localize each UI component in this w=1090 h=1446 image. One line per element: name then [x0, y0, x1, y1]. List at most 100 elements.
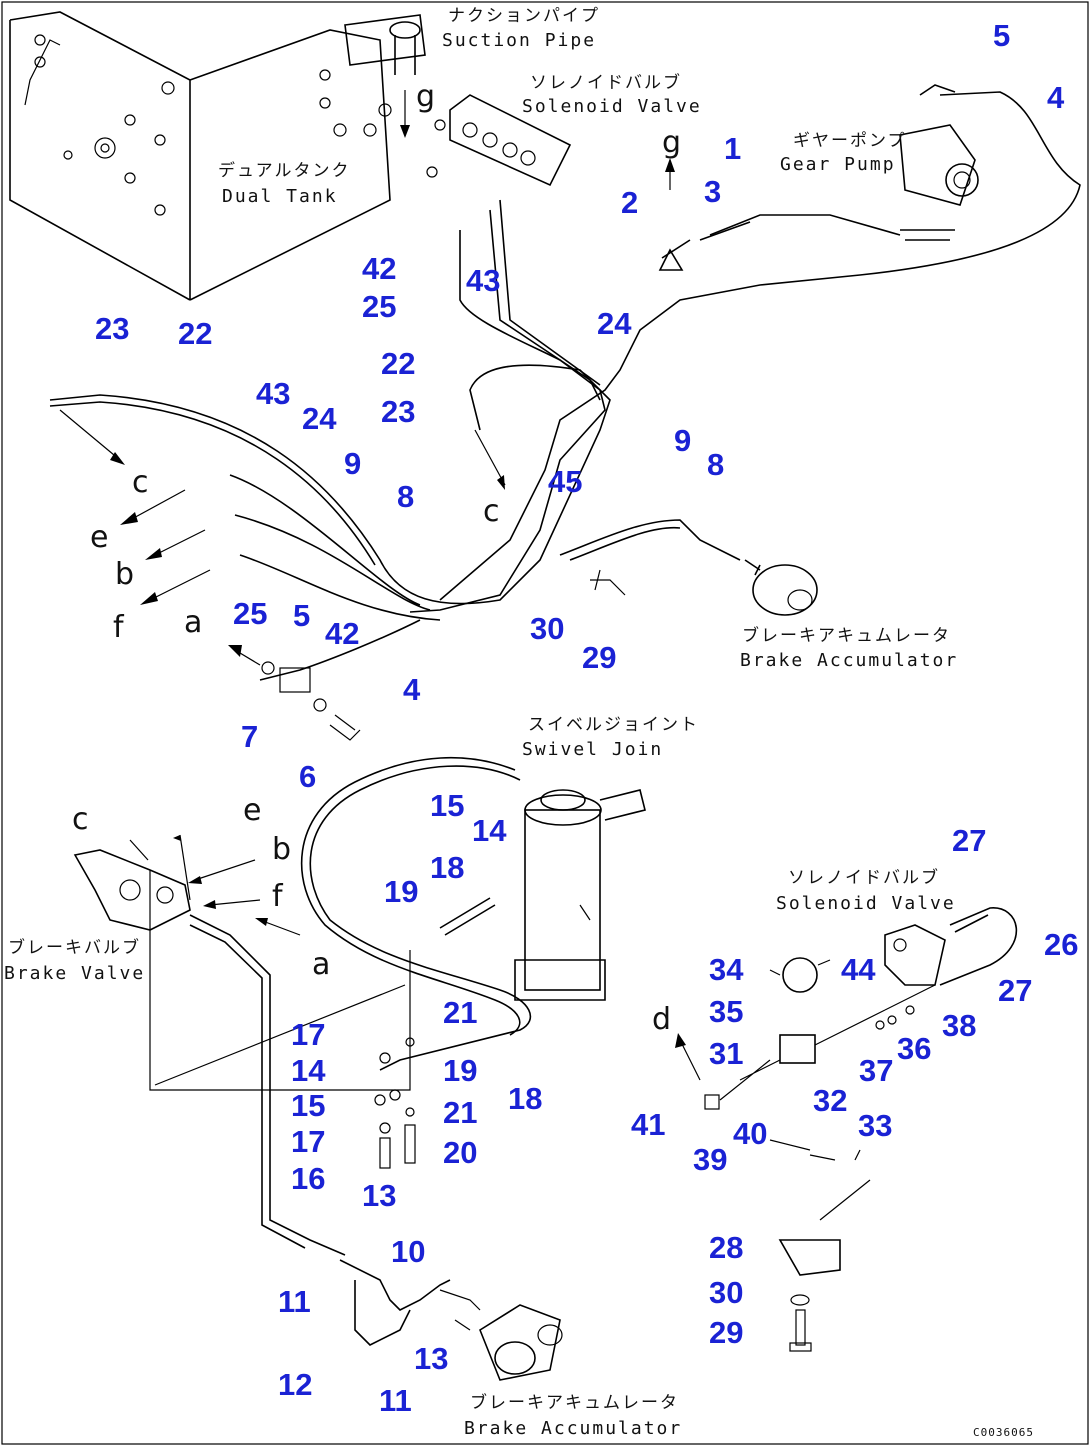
part-number-18-top: 18 [430, 850, 465, 885]
connection-letter-b-brake-valve: b [272, 832, 292, 867]
connection-letter-g-top: g [416, 79, 436, 114]
part-number-24-mid: 24 [302, 401, 337, 436]
dual-tank-drawing [9, 11, 391, 301]
solenoid-valve-top-jp-label: ソレノイドバルブ [530, 73, 682, 93]
part-number-18-bottom: 18 [508, 1081, 543, 1116]
part-number-21-top: 21 [443, 995, 478, 1030]
fittings-17-21 [374, 1037, 416, 1169]
connection-arrows [59, 158, 811, 1151]
part-number-41: 41 [631, 1107, 666, 1142]
part-number-15-bottom: 15 [291, 1088, 326, 1123]
connection-letter-e-left: e [90, 520, 109, 555]
part-number-1: 1 [724, 131, 742, 166]
part-number-45: 45 [548, 464, 583, 499]
part-number-8-right: 8 [707, 447, 725, 482]
gear-pump-en-label: Gear Pump [780, 154, 896, 175]
part-number-19-bottom: 19 [443, 1053, 478, 1088]
part-number-25-left: 25 [233, 596, 268, 631]
part-number-29-top: 29 [582, 640, 617, 675]
brake-valve-en-label: Brake Valve [4, 963, 146, 984]
connection-letter-c-mid: c [483, 494, 500, 529]
part-number-42-left: 42 [325, 616, 360, 651]
connection-letter-a-left: a [184, 605, 203, 640]
swivel-joint-jp-label: スイベルジョイント [528, 715, 699, 735]
part-number-8-left: 8 [397, 479, 415, 514]
part-number-11-bottom: 11 [379, 1383, 412, 1418]
part-number-3: 3 [704, 174, 722, 209]
part-number-31: 31 [709, 1036, 744, 1071]
brake-accumulator-bottom-jp-label: ブレーキアキュムレータ [470, 1393, 679, 1413]
gear-pump-jp-label: ギヤーポンプ [793, 131, 907, 151]
part-number-12: 12 [278, 1367, 313, 1402]
connection-letter-f-brake-valve: f [272, 879, 283, 914]
part-number-39: 39 [693, 1142, 728, 1177]
connection-letter-c-brake-valve: c [72, 802, 89, 837]
solenoid-valve-right-en-label: Solenoid Valve [776, 893, 956, 914]
part-number-27-bottom: 27 [998, 973, 1033, 1008]
part-number-9-right: 9 [674, 423, 692, 458]
part-number-26: 26 [1044, 927, 1079, 962]
part-number-24-top: 24 [597, 306, 632, 341]
part-number-23-mid: 23 [381, 394, 416, 429]
part-number-22-mid: 22 [381, 346, 416, 381]
connection-letter-c-left: c [132, 465, 149, 500]
part-number-40: 40 [733, 1116, 768, 1151]
brake-accumulator-right-jp-label: ブレーキアキュムレータ [742, 626, 951, 646]
connection-letter-a-brake-valve: a [312, 947, 331, 982]
part-number-21-bottom: 21 [443, 1095, 478, 1130]
part-number-33: 33 [858, 1108, 893, 1143]
part-number-17-top: 17 [291, 1017, 326, 1052]
part-number-28: 28 [709, 1230, 744, 1265]
part-number-15-top: 15 [430, 788, 465, 823]
part-number-29-bottom: 29 [709, 1315, 744, 1350]
pipe-22-23-left [49, 364, 611, 605]
part-number-14-top: 14 [472, 813, 507, 848]
part-number-36: 36 [897, 1031, 932, 1066]
part-number-30-bottom: 30 [709, 1275, 744, 1310]
part-number-5-top: 5 [993, 18, 1011, 53]
part-number-32: 32 [813, 1083, 848, 1118]
dual-tank-en-label: Dual Tank [222, 186, 338, 207]
part-number-2: 2 [621, 185, 639, 220]
part-number-20: 20 [443, 1135, 478, 1170]
part-number-10: 10 [391, 1234, 426, 1269]
suction-pipe-drawing [344, 14, 426, 138]
part-number-35: 35 [709, 994, 744, 1029]
part-number-25-top: 25 [362, 289, 397, 324]
part-number-11-top: 11 [278, 1284, 311, 1319]
part-number-43-top: 43 [466, 263, 501, 298]
part-number-5-left: 5 [293, 598, 311, 633]
part-number-37: 37 [859, 1053, 894, 1088]
part-number-7: 7 [241, 719, 259, 754]
gear-pump-drawing [899, 84, 979, 241]
pipe-1-4 [439, 91, 1081, 601]
connection-letter-g-arrow: g [662, 125, 682, 160]
part-number-14-bottom: 14 [291, 1053, 326, 1088]
part-number-34: 34 [709, 952, 744, 987]
part-number-42-top: 42 [362, 251, 397, 286]
part-number-13-bottom: 13 [414, 1341, 449, 1376]
part-number-13-top: 13 [362, 1178, 397, 1213]
part-number-44: 44 [841, 952, 876, 987]
brake-accumulator-bottom-en-label: Brake Accumulator [464, 1418, 683, 1439]
connection-letter-b-left: b [115, 557, 135, 592]
part-number-19-top: 19 [384, 874, 419, 909]
suction-pipe-en-label: Suction Pipe [442, 30, 597, 51]
solenoid-valve-right-jp-label: ソレノイドバルブ [788, 868, 940, 888]
dual-tank-jp-label: デュアルタンク [218, 161, 351, 181]
solenoid-valve-top-en-label: Solenoid Valve [522, 96, 702, 117]
part-number-43-mid: 43 [256, 376, 291, 411]
brake-accumulator-bottom-drawing [439, 1289, 563, 1381]
brake-valve-drawing [73, 849, 411, 1091]
part-number-9-left: 9 [344, 446, 362, 481]
swivel-joint-en-label: Swivel Join [522, 739, 664, 760]
pipe-24-25 [409, 230, 606, 613]
solenoid-valve-top-drawing [333, 94, 572, 187]
swivel-joint-drawing [514, 789, 646, 1001]
connection-letter-d-right: d [652, 1002, 672, 1037]
part-number-38: 38 [942, 1008, 977, 1043]
suction-pipe-jp-label: ナクションパイプ [448, 6, 600, 26]
solenoid-valve-right-drawing [704, 907, 1018, 1352]
part-number-22-left: 22 [178, 316, 213, 351]
